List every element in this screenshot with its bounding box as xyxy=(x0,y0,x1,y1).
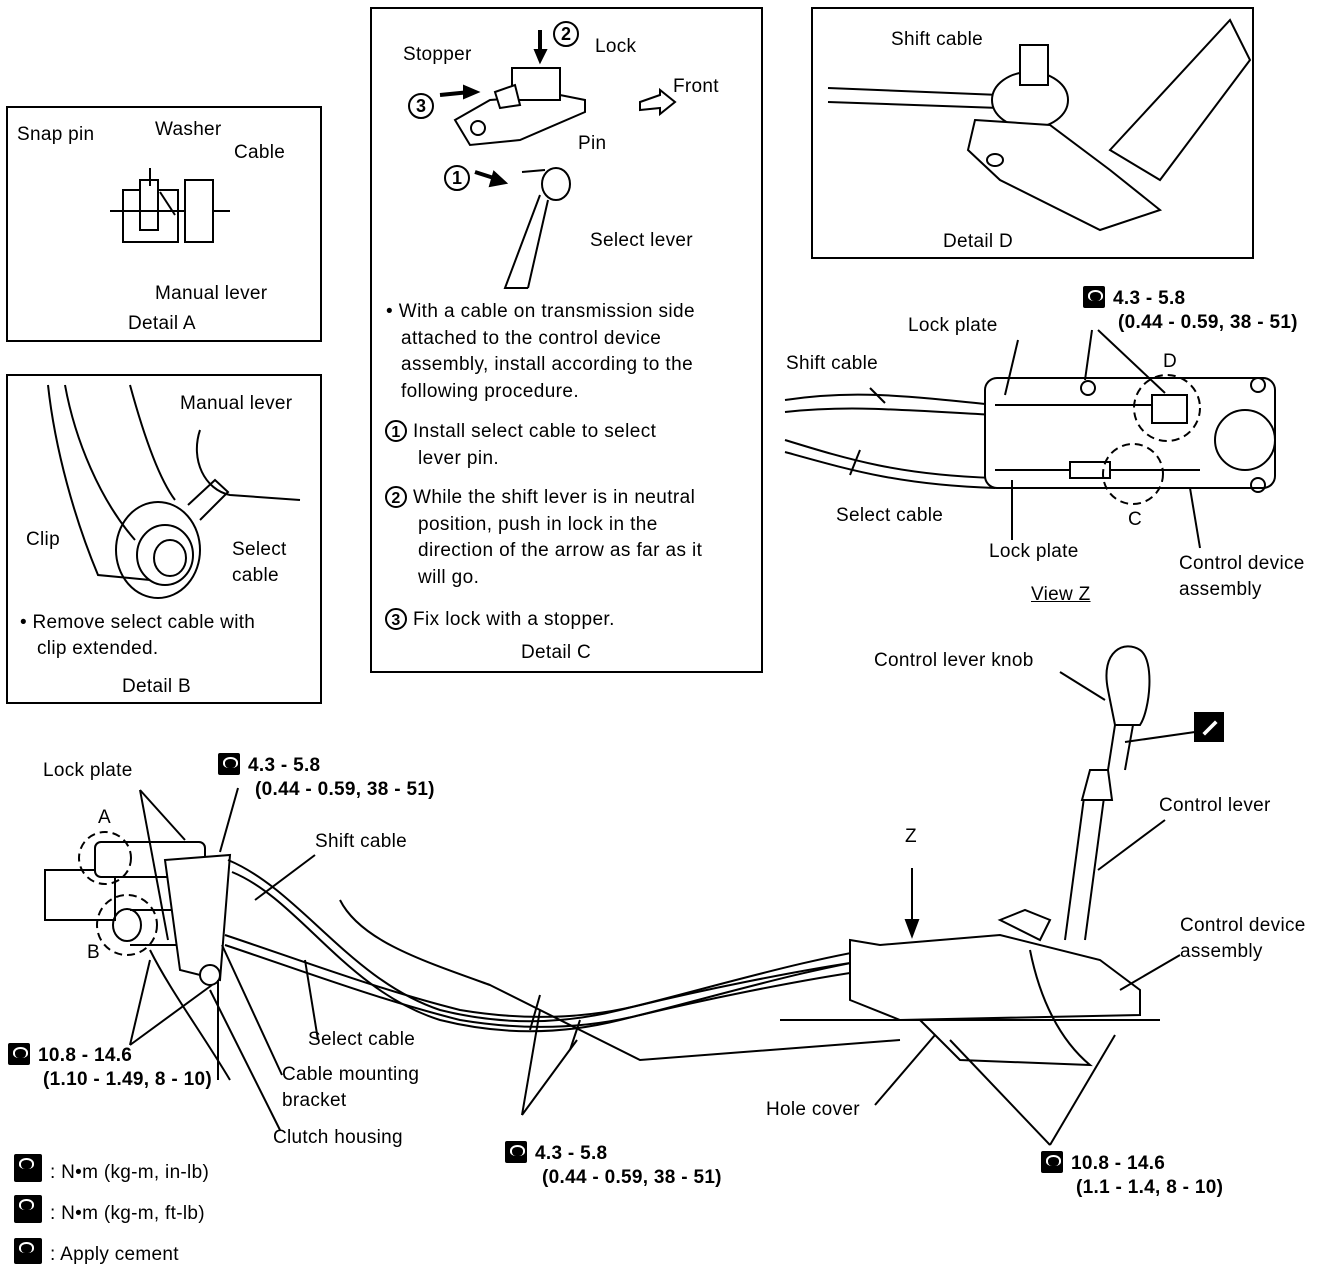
detail-c-intro: • With a cable on transmission side atta… xyxy=(386,301,695,402)
step-1-marker: 1 xyxy=(444,165,470,191)
clip-label: Clip xyxy=(26,529,60,550)
main-torque-right: 10.8 - 14.6 (1.1 - 1.4, 8 - 10) xyxy=(1041,1151,1223,1200)
legend-cement: : Apply cement xyxy=(14,1238,179,1266)
step-3-marker: 3 xyxy=(408,93,434,119)
detail-b-note-line2: clip extended. xyxy=(37,638,159,659)
detail-d-frame xyxy=(811,7,1254,259)
main-control-device-label-line1: Control device xyxy=(1180,915,1306,936)
detail-a-frame xyxy=(6,106,322,342)
main-marker-a: A xyxy=(98,807,111,828)
view-z-marker-c: C xyxy=(1128,509,1143,530)
view-z-control-device-label-line2: assembly xyxy=(1179,579,1262,600)
torque-in-lb-icon xyxy=(14,1154,42,1182)
washer-label: Washer xyxy=(155,119,222,140)
front-label: Front xyxy=(673,76,719,97)
view-z-lock-plate-bottom-label: Lock plate xyxy=(989,541,1079,562)
detail-b-note-line1: • Remove select cable with xyxy=(20,612,256,633)
hole-cover-label: Hole cover xyxy=(766,1099,860,1120)
torque-in-lb-icon xyxy=(218,753,240,775)
detail-d-caption: Detail D xyxy=(943,231,1013,252)
legend-in-lb: : N•m (kg-m, in-lb) xyxy=(14,1154,209,1184)
detail-b-drawing xyxy=(47,384,301,599)
torque-ft-lb-icon xyxy=(1041,1151,1063,1173)
main-torque-top: 4.3 - 5.8 (0.44 - 0.59, 38 - 51) xyxy=(218,753,435,802)
main-drawing xyxy=(44,645,1224,1146)
view-z-caption: View Z xyxy=(1031,584,1091,605)
manual-lever-label: Manual lever xyxy=(155,283,268,304)
cable-bracket-label-line2: bracket xyxy=(282,1090,347,1111)
main-select-cable-label: Select cable xyxy=(308,1029,416,1050)
stopper-label: Stopper xyxy=(403,44,472,65)
control-lever-knob-label: Control lever knob xyxy=(874,650,1034,671)
lock-plate-label: Lock plate xyxy=(43,760,133,781)
view-z-shift-cable-label: Shift cable xyxy=(786,353,879,374)
view-z-select-cable-label: Select cable xyxy=(836,505,944,526)
step-1-badge: 1 xyxy=(385,420,407,442)
step-2-marker: 2 xyxy=(553,21,579,47)
main-marker-z: Z xyxy=(905,826,917,847)
pin-label: Pin xyxy=(578,133,607,154)
torque-ft-lb-icon xyxy=(14,1195,42,1223)
main-control-lever-label: Control lever xyxy=(1159,795,1271,816)
select-cable-label-line1: Select xyxy=(232,539,287,560)
detail-b-caption: Detail B xyxy=(122,676,191,697)
snap-pin-label: Snap pin xyxy=(17,124,95,145)
main-shift-cable-label: Shift cable xyxy=(315,831,408,852)
view-z-control-device-label-line1: Control device xyxy=(1179,553,1305,574)
view-z-torque: 4.3 - 5.8 (0.44 - 0.59, 38 - 51) xyxy=(1083,286,1298,335)
cable-bracket-label-line1: Cable mounting xyxy=(282,1064,420,1085)
detail-b-frame xyxy=(6,374,322,704)
detail-c-caption: Detail C xyxy=(521,642,591,663)
main-torque-left: 10.8 - 14.6 (1.10 - 1.49, 8 - 10) xyxy=(8,1043,212,1092)
torque-ft-lb-icon xyxy=(1083,286,1105,308)
cable-label: Cable xyxy=(234,142,286,163)
torque-in-lb-icon xyxy=(505,1141,527,1163)
legend-ft-lb: : N•m (kg-m, ft-lb) xyxy=(14,1195,205,1225)
detail-d-drawing xyxy=(827,18,1252,232)
apply-cement-icon xyxy=(14,1238,42,1264)
detail-a-drawing xyxy=(110,168,230,243)
detail-b-manual-lever-label: Manual lever xyxy=(180,393,293,414)
view-z-marker-d: D xyxy=(1163,351,1178,372)
main-torque-mid: 4.3 - 5.8 (0.44 - 0.59, 38 - 51) xyxy=(505,1141,722,1190)
detail-c-drawing xyxy=(439,30,677,289)
detail-a-caption: Detail A xyxy=(128,313,196,334)
lock-label: Lock xyxy=(595,36,637,57)
view-z-drawing xyxy=(784,329,1276,549)
main-marker-b: B xyxy=(87,942,100,963)
view-z-lock-plate-top-label: Lock plate xyxy=(908,315,998,336)
detail-c-frame xyxy=(370,7,763,673)
step-3-badge: 3 xyxy=(385,608,407,630)
main-control-device-label-line2: assembly xyxy=(1180,941,1263,962)
detail-d-shift-cable-label: Shift cable xyxy=(891,29,984,50)
clutch-housing-label: Clutch housing xyxy=(273,1127,403,1148)
select-cable-label-line2: cable xyxy=(232,565,279,586)
step-2-badge: 2 xyxy=(385,486,407,508)
select-lever-label: Select lever xyxy=(590,230,693,251)
torque-ft-lb-icon xyxy=(8,1043,30,1065)
